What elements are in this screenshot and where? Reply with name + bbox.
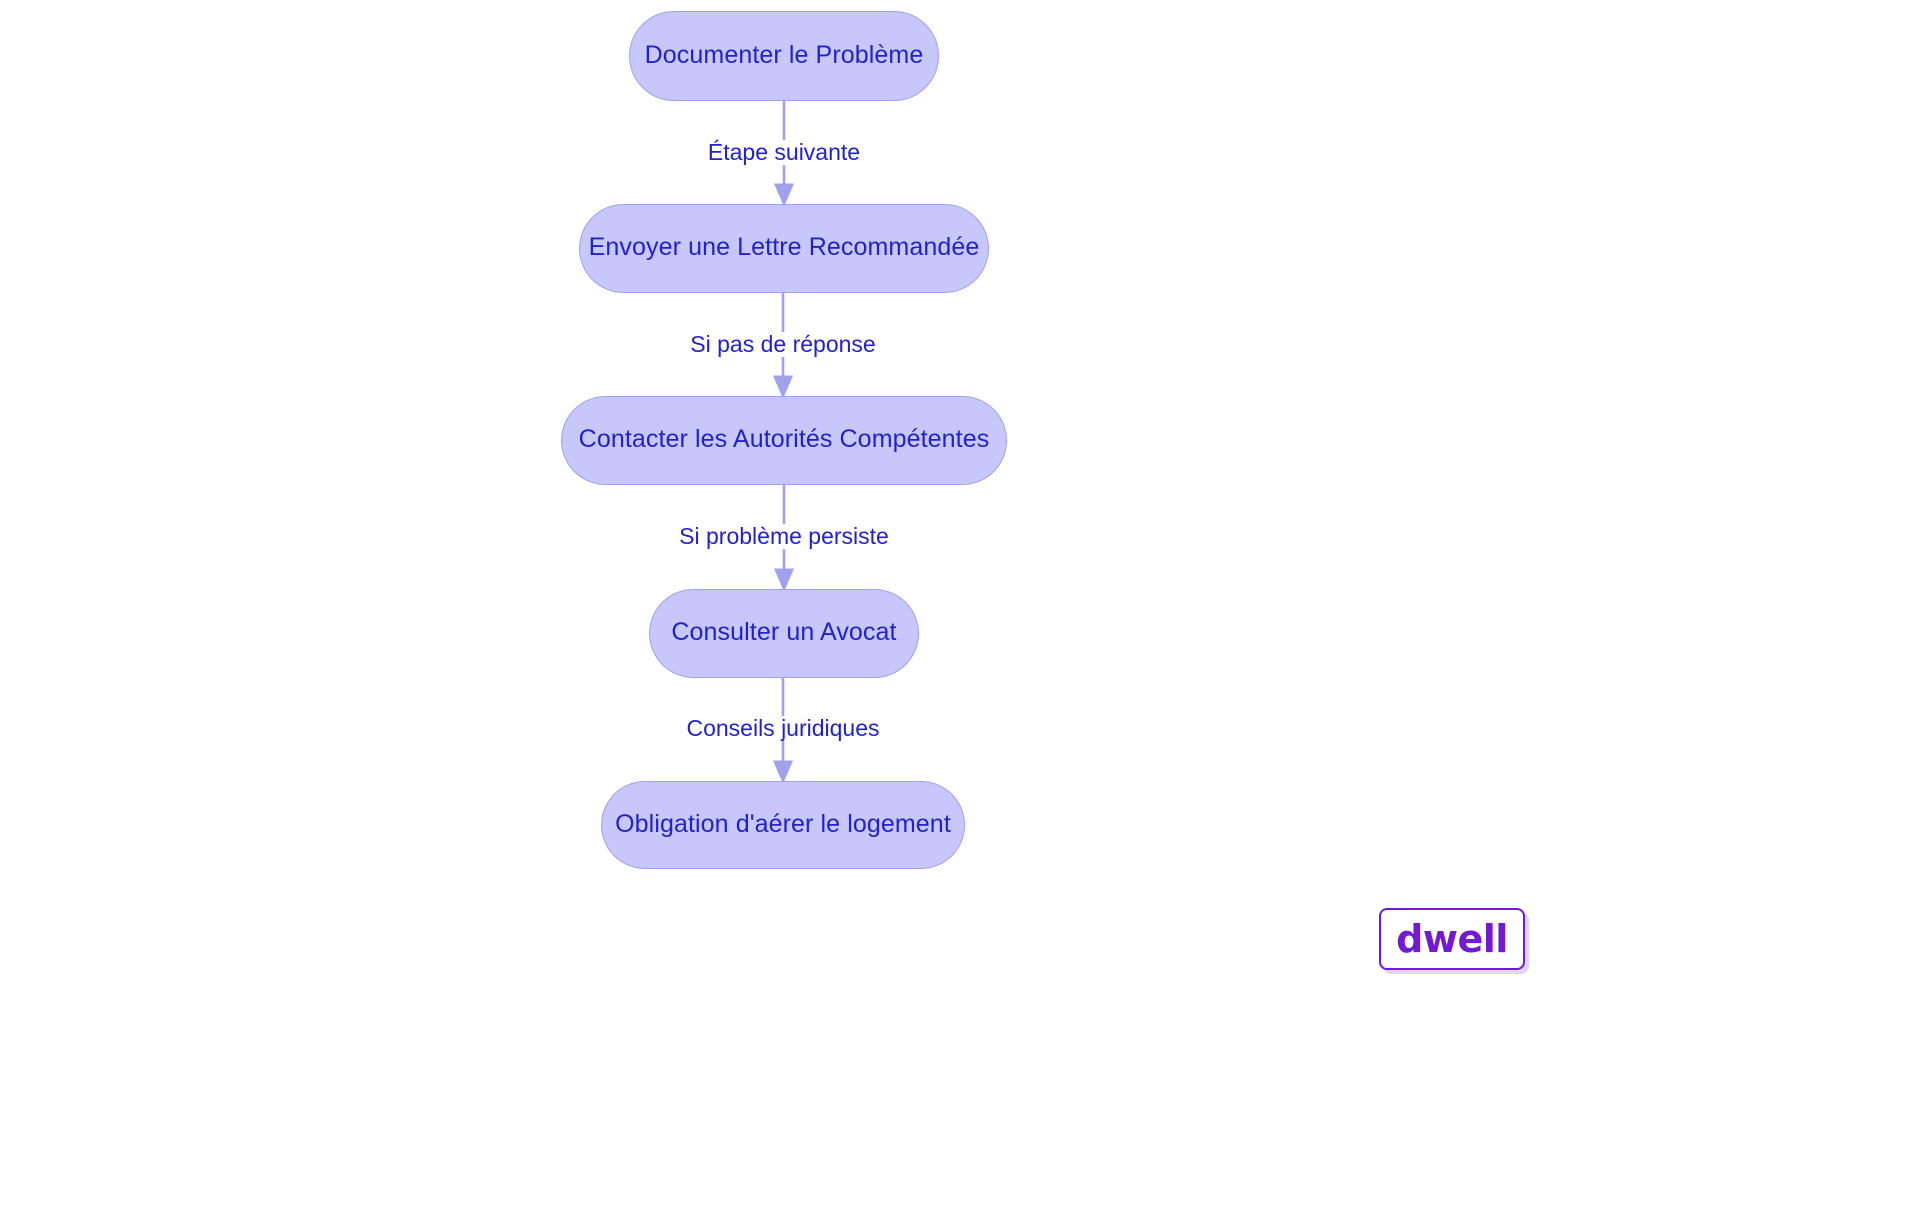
flow-node-contacter-les-autorites-competentes[interactable]: Contacter les Autorités Compétentes [561,396,1007,485]
flow-node-label: Documenter le Problème [644,40,924,69]
flow-node-label: Contacter les Autorités Compétentes [578,425,990,453]
flow-node-label: Consulter un Avocat [671,618,897,646]
edge-label-conseils-juridiques: Conseils juridiques [680,715,886,742]
flow-node-documenter-le-probleme[interactable]: Documenter le Problème [629,11,939,101]
flow-node-obligation-daerer-le-logement[interactable]: Obligation d'aérer le logement [601,781,965,869]
edge-label-si-pas-de-reponse: Si pas de réponse [684,331,882,358]
dwell-logo: dwell [1379,908,1525,970]
flow-node-label: Envoyer une Lettre Recommandée [588,233,980,261]
dwell-logo-text: dwell [1396,917,1508,961]
flow-node-consulter-un-avocat[interactable]: Consulter un Avocat [649,589,919,678]
flow-node-label: Obligation d'aérer le logement [615,809,951,838]
edge-label-etape-suivante: Étape suivante [701,139,867,166]
edge-label-si-probleme-persiste: Si problème persiste [673,523,895,550]
flow-node-envoyer-une-lettre-recommandee[interactable]: Envoyer une Lettre Recommandée [579,204,989,293]
